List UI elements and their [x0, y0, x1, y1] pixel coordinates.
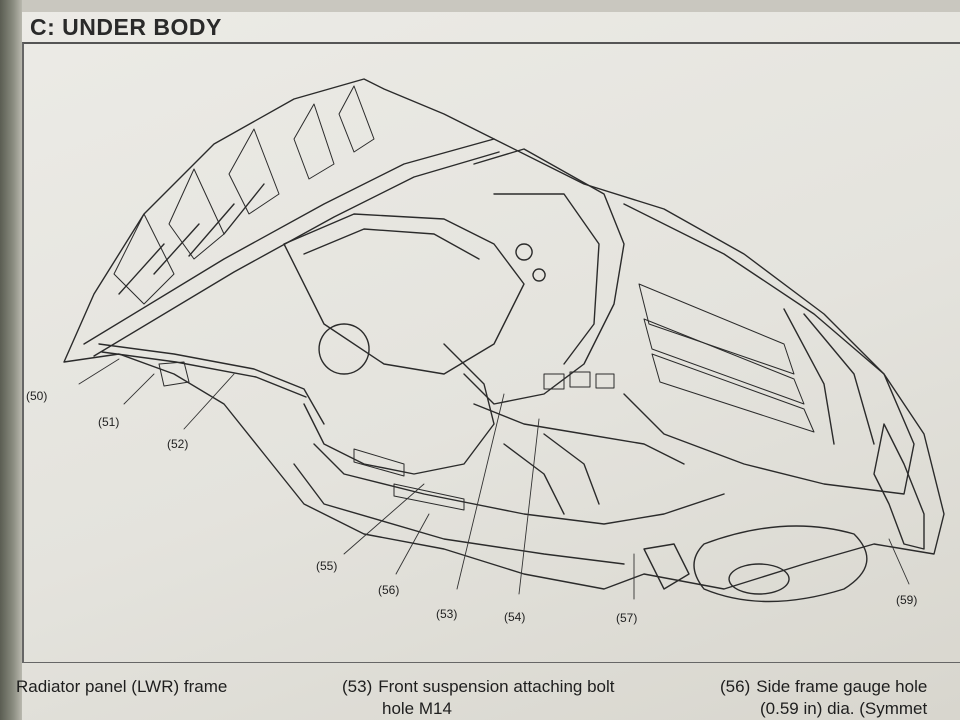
- book-binding: [0, 0, 22, 720]
- legend-text: Front suspension attaching bolt: [378, 677, 615, 696]
- legend-item-radiator-panel: Radiator panel (LWR) frame: [10, 676, 227, 698]
- car-underbody-illustration: [63, 78, 945, 603]
- callout-59: (59): [896, 593, 918, 607]
- callout-53: (53): [436, 607, 458, 621]
- legend-text-line2: (0.59 in) dia. (Symmet: [760, 699, 928, 718]
- legend-text: Side frame gauge hole: [756, 677, 928, 696]
- callout-57: (57): [616, 611, 638, 625]
- legend-number: (53): [342, 677, 373, 696]
- legend-item-53: (53) Front suspension attaching bolt hole…: [342, 676, 615, 720]
- legend-text: Radiator panel (LWR) frame: [16, 677, 228, 696]
- underbody-diagram: (50) (51) (52) (55) (56) (53) (54) (57) …: [22, 42, 960, 663]
- legend-item-56: (56) Side frame gauge hole (0.59 in) dia.…: [720, 676, 927, 720]
- callout-51: (51): [98, 415, 120, 429]
- manual-page: C: UNDER BODY: [16, 0, 960, 720]
- callout-50: (50): [26, 389, 48, 403]
- callout-52: (52): [167, 437, 189, 451]
- section-title: C: UNDER BODY: [30, 14, 222, 40]
- callout-56: (56): [378, 583, 400, 597]
- legend-number: (56): [720, 677, 751, 696]
- legend-text-line2: hole M14: [382, 699, 452, 718]
- callout-55: (55): [316, 559, 338, 573]
- callout-54: (54): [504, 610, 526, 624]
